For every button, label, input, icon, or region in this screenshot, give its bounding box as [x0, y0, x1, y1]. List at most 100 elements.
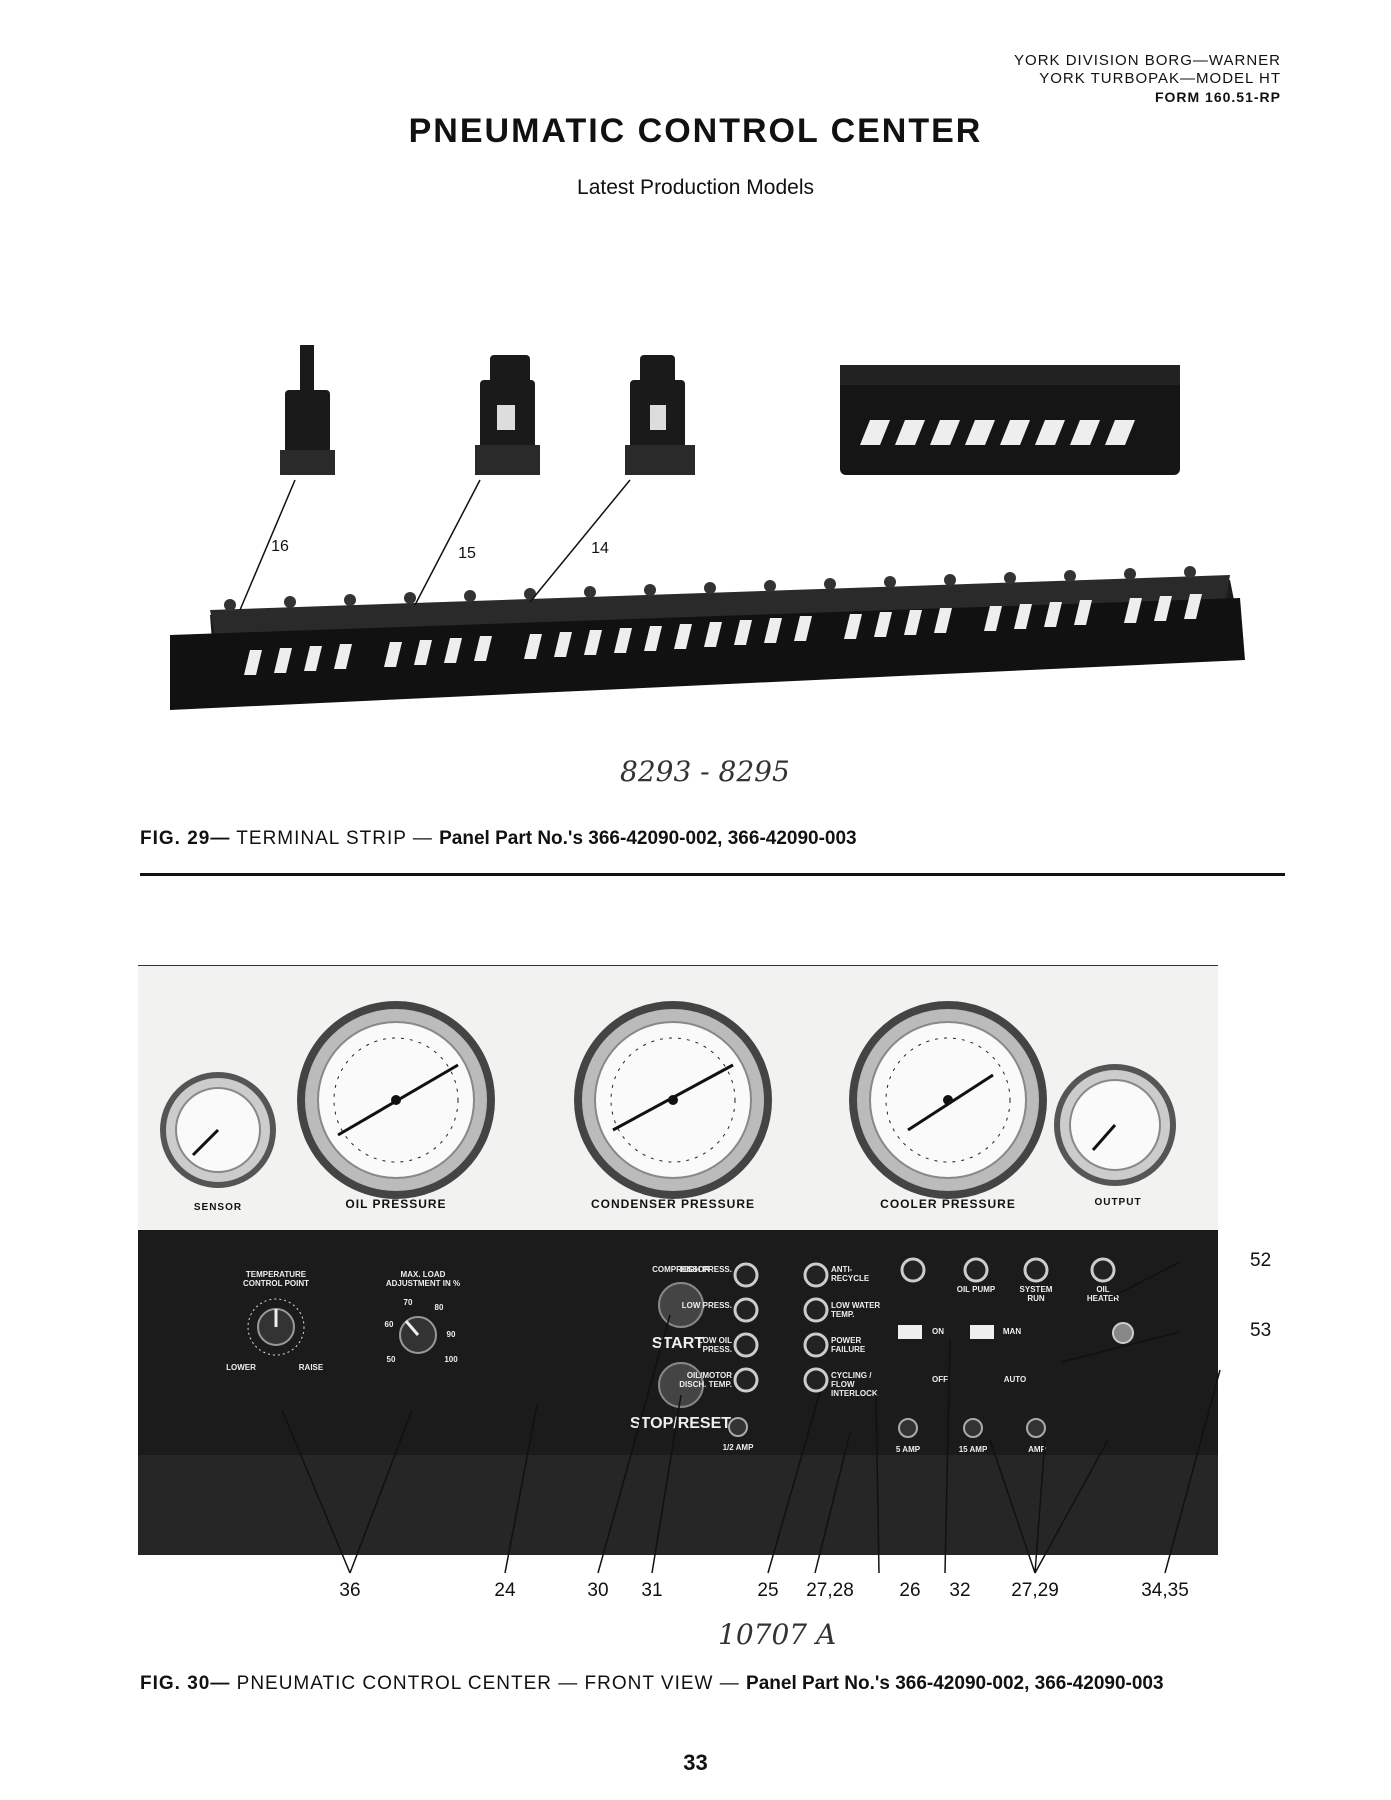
leader-15 [414, 479, 481, 606]
condenser-pressure-gauge [574, 1001, 772, 1199]
callout-27-28: 27,28 [806, 1580, 854, 1601]
anti-recycle-label: ANTI-RECYCLE [831, 1265, 870, 1283]
fig29-name: TERMINAL STRIP [236, 828, 407, 849]
fig29-caption: FIG. 29— TERMINAL STRIP — Panel Part No.… [140, 828, 857, 850]
handwritten-note-fig29: 8293 - 8295 [620, 755, 790, 788]
terminal-block-14 [625, 355, 695, 475]
load-tick-100: 100 [444, 1355, 458, 1364]
light-power-failure [803, 1332, 829, 1358]
fuse-half-amp-label: 1/2 AMP [722, 1443, 754, 1452]
toggle-man-label[interactable]: MAN [1002, 1327, 1022, 1336]
callout-14: 14 [591, 540, 609, 557]
fuse-15-amp [963, 1418, 983, 1438]
high-press-label: HIGH PRESS. [680, 1265, 732, 1274]
light-anti-recycle [803, 1262, 829, 1288]
toggle-auto-label[interactable]: AUTO [1003, 1375, 1027, 1384]
max-load-label: MAX. LOAD ADJUSTMENT IN % [385, 1270, 461, 1288]
light-system-run [1023, 1257, 1049, 1283]
fuse-5-amp-label: 5 AMP [895, 1445, 921, 1454]
header-form: FORM 160.51-RP [1154, 89, 1281, 105]
cycling-flow-label: CYCLING / FLOW INTERLOCK [831, 1371, 878, 1398]
sensor-label: SENSOR [193, 1202, 243, 1213]
terminal-strip-photo [170, 345, 1245, 710]
light-low-oil-press [733, 1332, 759, 1358]
fuse-amp [1026, 1418, 1046, 1438]
fig30-parts: Panel Part No.'s 366-42090-002, 366-4209… [746, 1673, 1164, 1694]
raise-label: RAISE [298, 1363, 324, 1372]
fig30-caption: FIG. 30— PNEUMATIC CONTROL CENTER — FRON… [140, 1673, 1164, 1695]
output-gauge [1054, 1064, 1176, 1186]
oil-pressure-label: OIL PRESSURE [345, 1197, 447, 1211]
fuse-5-amp [898, 1418, 918, 1438]
temperature-control-knob [247, 1298, 305, 1356]
fig29-dash: — [412, 828, 433, 849]
callout-15: 15 [458, 545, 476, 562]
stop-reset-button[interactable]: STOP/RESET [629, 1415, 732, 1432]
callout-16: 16 [271, 538, 289, 555]
fuse-half-amp [728, 1417, 748, 1437]
load-tick-80: 80 [434, 1303, 444, 1312]
lower-label: LOWER [226, 1363, 256, 1372]
load-tick-50: 50 [386, 1355, 396, 1364]
cooler-pressure-gauge [849, 1001, 1047, 1199]
fuse-15-amp-label: 15 AMP [958, 1445, 988, 1454]
max-load-knob [399, 1316, 437, 1354]
callout-32: 32 [949, 1580, 971, 1601]
oil-pressure-gauge [297, 1001, 495, 1199]
low-press-label: LOW PRESS. [681, 1301, 732, 1310]
fig29-parts: Panel Part No.'s 366-42090-002, 366-4209… [439, 828, 857, 849]
fig29-label: FIG. 29— [140, 828, 231, 849]
toggle-off-label[interactable]: OFF [932, 1375, 948, 1384]
light-high-press [733, 1262, 759, 1288]
section-divider [140, 873, 1285, 876]
fig30-name: PNEUMATIC CONTROL CENTER — FRONT VIEW — [236, 1673, 740, 1694]
terminal-block-16 [280, 345, 335, 475]
fig30-label: FIG. 30— [140, 1673, 231, 1694]
oil-heater-label: OIL HEATER [1086, 1285, 1120, 1303]
load-tick-90: 90 [446, 1330, 456, 1339]
light-top-1 [900, 1257, 926, 1283]
page-subtitle: Latest Production Models [577, 176, 814, 199]
low-water-temp-label: LOW WATER TEMP. [831, 1301, 881, 1319]
callout-36: 36 [339, 1580, 361, 1601]
header-division: YORK DIVISION BORG—WARNER [1014, 52, 1281, 69]
start-button[interactable]: START [651, 1335, 705, 1352]
toggle-man-auto-shape [970, 1325, 994, 1339]
control-center-photo: SENSOR OIL PRESSURE CONDENSER PRESSURE C… [138, 965, 1218, 1555]
load-tick-60: 60 [384, 1320, 394, 1329]
callout-27-29: 27,29 [1011, 1580, 1059, 1601]
callout-53: 53 [1250, 1320, 1272, 1341]
terminal-strip-short [840, 365, 1180, 475]
callout-30: 30 [587, 1580, 609, 1601]
terminal-strip-long [170, 566, 1245, 710]
toggle-on-off-shape [898, 1325, 922, 1339]
callout-25: 25 [757, 1580, 779, 1601]
callout-34-35: 34,35 [1141, 1580, 1189, 1601]
leader-14 [529, 479, 631, 603]
callout-31: 31 [641, 1580, 663, 1601]
load-tick-70: 70 [403, 1298, 413, 1307]
oil-motor-temp-label: OIL/MOTOR DISCH. TEMP. [679, 1371, 732, 1389]
leader-16 [239, 479, 296, 611]
callout-26: 26 [899, 1580, 921, 1601]
light-low-water-temp [803, 1297, 829, 1323]
compressor-label: COMPRESSOR [652, 1265, 710, 1274]
reset-screw [1112, 1322, 1134, 1344]
sensor-gauge [160, 1072, 276, 1188]
fuse-amp-label: AMP [1028, 1445, 1046, 1454]
page-number: 33 [683, 1750, 708, 1775]
light-oil-motor-temp [733, 1367, 759, 1393]
page-title: PNEUMATIC CONTROL CENTER [408, 112, 983, 150]
callout-52: 52 [1250, 1250, 1272, 1271]
low-oil-press-label: LOW OIL PRESS. [697, 1336, 732, 1354]
terminal-block-15 [475, 355, 540, 475]
callout-24: 24 [494, 1580, 516, 1601]
light-oil-heater [1090, 1257, 1116, 1283]
light-cycling-flow [803, 1367, 829, 1393]
stop-reset-button-shape [658, 1362, 704, 1408]
light-oil-pump [963, 1257, 989, 1283]
oil-pump-label: OIL PUMP [956, 1285, 996, 1294]
light-low-press [733, 1297, 759, 1323]
toggle-on-label[interactable]: ON [932, 1327, 944, 1336]
